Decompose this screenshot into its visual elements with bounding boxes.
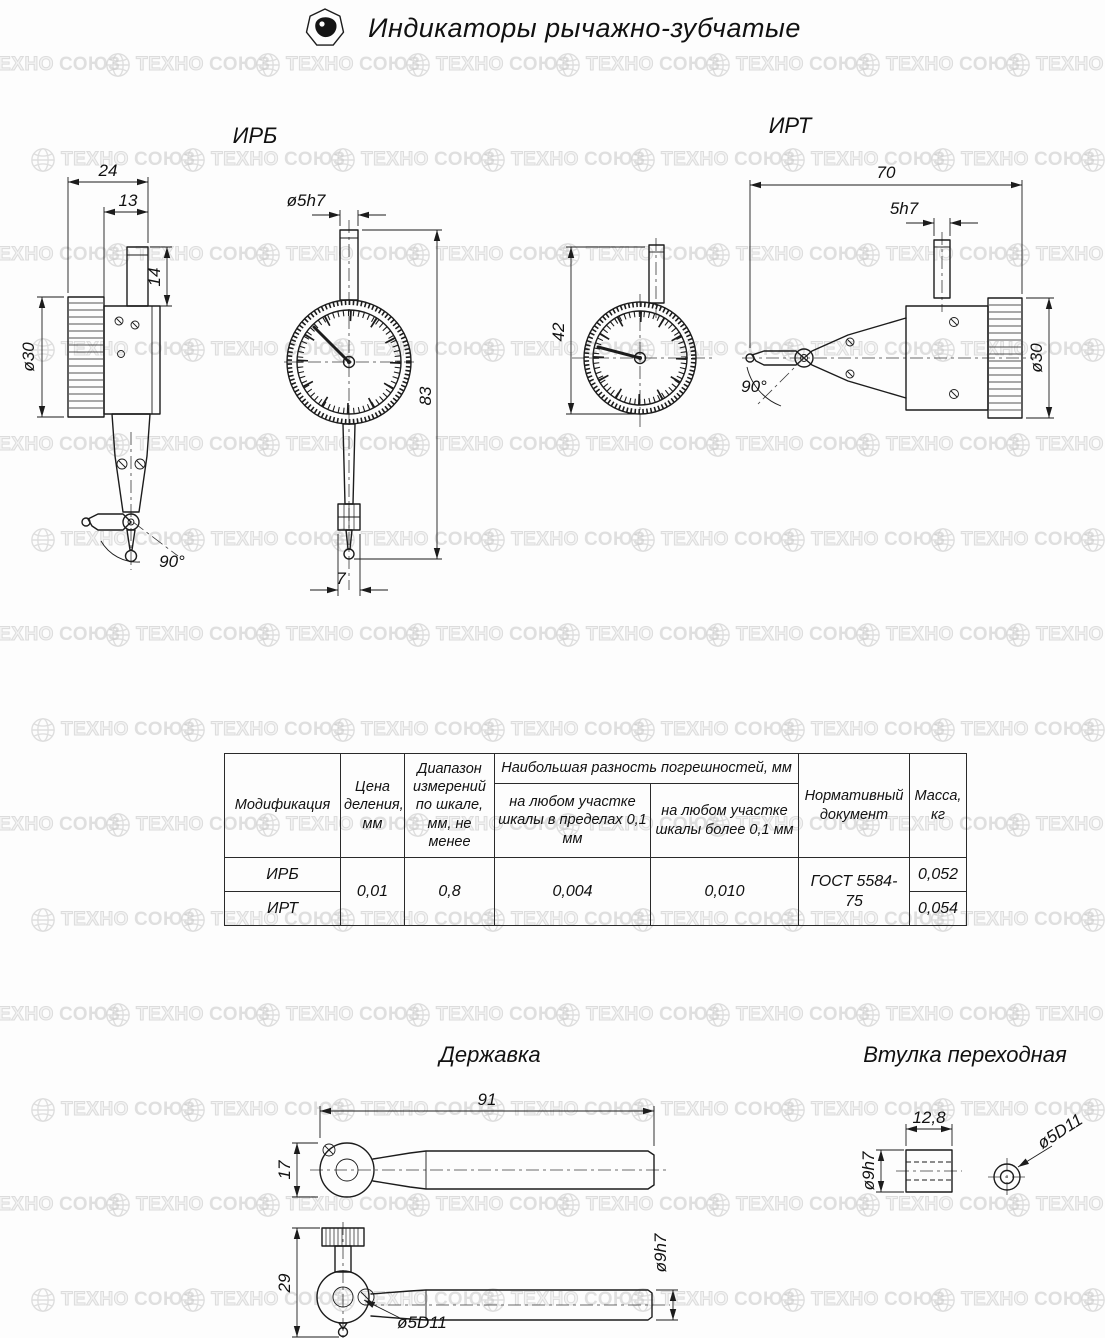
irb-label: ИРБ (233, 123, 278, 148)
header-modification: Модификация (224, 753, 341, 858)
spec-table: Модификация Цена деления, мм Диапазон из… (224, 753, 967, 926)
irb-width-dim: 24 (98, 161, 118, 180)
derzhavka-hole-dia-dim: ø5D11 (397, 1313, 447, 1332)
dim-line (749, 180, 1023, 348)
header-mass: Масса, кг (909, 753, 967, 858)
header-range: Диапазон измерений по шкале, мм, не мене… (404, 753, 495, 858)
dim-line (67, 177, 149, 293)
irt-contact-tip (745, 353, 755, 363)
irb-stem-length-dim: 14 (145, 268, 164, 287)
cell-mass: 0,054 (909, 891, 967, 926)
derzhavka-length-dim: 91 (478, 1090, 497, 1109)
irt-needle (596, 345, 642, 360)
cell-modification: ИРБ (224, 857, 341, 892)
irt-angle-dim: 90° (741, 377, 767, 396)
page-title: Индикаторы рычажно-зубчатые (368, 12, 801, 43)
cell-division: 0,01 (340, 857, 405, 926)
irb-needle (312, 325, 351, 364)
irb-height-dim: 83 (416, 386, 435, 405)
irt-height-dim: 42 (549, 322, 568, 341)
irt-front-view: 42 (549, 238, 712, 428)
header-error-group: Наибольшая разность погрешностей, мм (494, 753, 799, 784)
irb-angle-dim: 90° (159, 552, 185, 571)
vtulka-hole-dia-dim: ø5D11 (1034, 1110, 1086, 1153)
irb-stem (126, 246, 149, 307)
irb-side-view: 90° 24 13 14 ø30 (19, 161, 185, 571)
derzhavka-rod-dia-dim: ø9h7 (651, 1233, 670, 1272)
cell-error-over: 0,010 (650, 857, 799, 926)
irt-stem (933, 239, 951, 299)
irb-tip-width-dim: 7 (336, 569, 346, 588)
irt-label: ИРТ (769, 113, 813, 138)
header-document: Нормативный документ (798, 753, 910, 858)
header-division: Цена деления, мм (340, 753, 405, 858)
derzhavka-height-dim: 29 (275, 1273, 294, 1293)
header-error-within: на любом участке шкалы в пределах 0,1 мм (494, 783, 651, 858)
cell-range: 0,8 (404, 857, 495, 926)
irb-front-view: ø5h7 83 7 (284, 191, 442, 596)
header-error-over: на любом участке шкалы более 0,1 мм (650, 783, 799, 858)
cell-error-within: 0,004 (494, 857, 651, 926)
brand-logo-icon (305, 8, 345, 46)
dim-line (1026, 297, 1054, 419)
cell-mass: 0,052 (909, 857, 967, 892)
irt-side-view: 90° 5h7 70 ø30 (741, 163, 1054, 419)
cell-document: ГОСТ 5584-75 (798, 857, 910, 926)
table-row: ИРТ 0,054 (224, 891, 967, 926)
dim-line (310, 534, 388, 596)
irt-length-dim: 70 (877, 163, 896, 182)
dim-line (319, 1106, 655, 1146)
dim-line (292, 1227, 339, 1338)
irb-body-dia-dim: ø30 (19, 342, 38, 372)
derzhavka-clamp-height-dim: 17 (275, 1160, 294, 1179)
cell-modification: ИРТ (224, 891, 341, 926)
irb-inner-width-dim: 13 (119, 191, 138, 210)
derzhavka-drawing: Державка 91 17 29 (275, 1042, 678, 1338)
dim-line (354, 229, 442, 560)
vtulka-label: Втулка переходная (863, 1042, 1067, 1067)
vtulka-length-dim: 12,8 (912, 1108, 946, 1127)
derzhavka-label: Державка (436, 1042, 540, 1067)
irt-body-dia-dim: ø30 (1027, 343, 1046, 373)
dim-line (906, 218, 978, 236)
dim-line (37, 296, 64, 418)
header: Индикаторы рычажно-зубчатые (0, 8, 1105, 48)
dim-line (312, 210, 386, 226)
table-row: ИРБ 0,01 0,8 0,004 0,010 ГОСТ 5584-75 0,… (224, 857, 967, 926)
vtulka-outer-dia-dim: ø9h7 (859, 1151, 878, 1190)
vtulka-drawing: Втулка переходная ø9h7 12,8 ø5D11 (859, 1042, 1086, 1196)
irb-lever (87, 513, 132, 531)
irb-stem-dia-dim: ø5h7 (287, 191, 326, 210)
irt-stem-dim: 5h7 (890, 199, 919, 218)
dim-line (103, 207, 148, 302)
